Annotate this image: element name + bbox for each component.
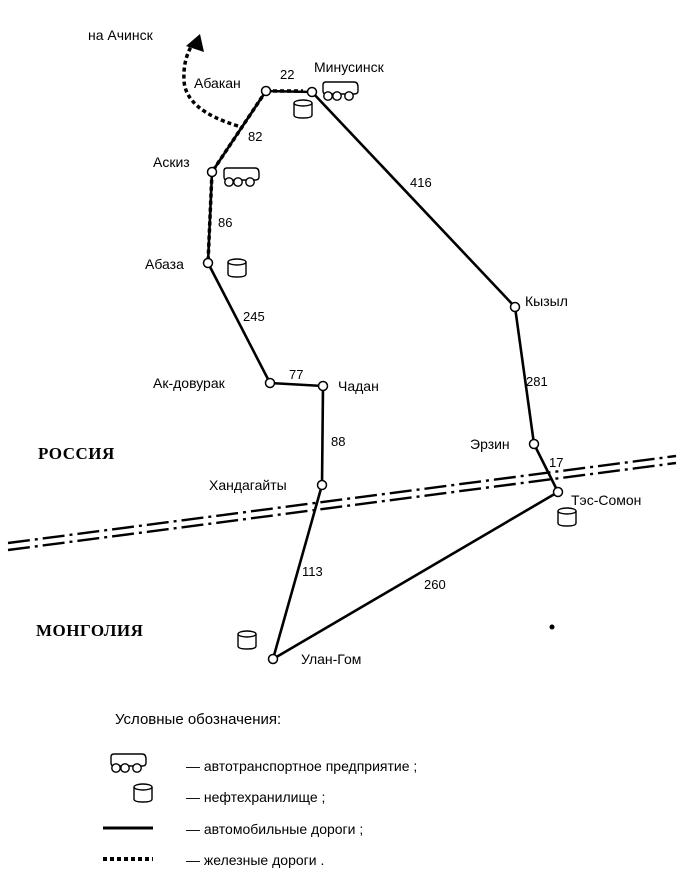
- legend-oil-storage-icon: [133, 783, 153, 803]
- abaza-oil-storage-icon: [227, 258, 247, 278]
- abakan-marker: [260, 85, 272, 97]
- city-chadan: Чадан: [338, 378, 379, 394]
- khandagaity-marker: [316, 479, 328, 491]
- legend-title: Условные обозначения:: [115, 711, 281, 728]
- minusinsk-oil-storage-icon: [293, 99, 313, 119]
- legend-item-oil-storage: — нефтехранилище ;: [186, 789, 325, 805]
- distance-abaza-ak-dovurak: 245: [243, 309, 265, 324]
- city-ulan-gom: Улан-Гом: [301, 651, 361, 667]
- chadan-marker: [317, 380, 329, 392]
- direction-label: на Ачинск: [88, 27, 154, 43]
- city-ak-dovurak: Ак-довурак: [153, 375, 226, 391]
- arrow-to-achinsk-icon: [186, 34, 204, 52]
- kyzyl-marker: [509, 301, 521, 313]
- tes-somon-marker: [552, 486, 564, 498]
- country-russia: РОССИЯ: [38, 444, 115, 463]
- legend-item-railway: — железные дороги .: [186, 852, 324, 868]
- erzin-marker: [528, 438, 540, 450]
- city-tes-somon: Тэс-Сомон: [571, 492, 641, 508]
- abaza-marker: [202, 257, 214, 269]
- legend-item-road: — автомобильные дороги ;: [186, 821, 363, 837]
- distance-tes-somon-ulan-gom: 260: [424, 577, 446, 592]
- city-erzin: Эрзин: [470, 436, 510, 452]
- distance-ak-dovurak-chadan: 77: [289, 367, 303, 382]
- ak-dovurak-marker: [264, 377, 276, 389]
- minusinsk-truck-depot-icon: [322, 81, 359, 101]
- roads: [206, 89, 560, 661]
- tes-somon-oil-storage-icon: [557, 507, 577, 527]
- state-border: [7, 454, 677, 552]
- distance-kyzyl-erzin: 281: [526, 374, 548, 389]
- distance-khandagaity-ulan-gom: 113: [302, 564, 323, 579]
- ulan-gom-oil-storage-icon: [237, 630, 257, 650]
- distance-erzin-tes-somon: 17: [549, 455, 563, 470]
- askiz-marker: [206, 166, 218, 178]
- distance-abakan-askiz: 82: [248, 129, 262, 144]
- legend-truck-depot-icon: [110, 753, 147, 773]
- city-abakan: Абакан: [194, 75, 241, 91]
- city-minusinsk: Минусинск: [314, 59, 385, 75]
- minusinsk-marker: [306, 86, 318, 98]
- distance-abakan-minusinsk: 22: [280, 67, 294, 82]
- city-askiz: Аскиз: [153, 154, 190, 170]
- city-markers: [202, 85, 564, 665]
- legend-item-truck-depot: — автотранспортное предприятие ;: [186, 758, 417, 774]
- legend: Условные обозначения: — автотранспортное…: [103, 711, 417, 868]
- askiz-truck-depot-icon: [223, 167, 260, 187]
- city-abaza: Абаза: [145, 256, 184, 272]
- ulan-gom-marker: [267, 653, 279, 665]
- distance-minusinsk-kyzyl: 416: [410, 175, 432, 190]
- distance-chadan-khandagaity: 88: [331, 434, 345, 449]
- distance-askiz-abaza: 86: [218, 215, 232, 230]
- country-mongolia: МОНГОЛИЯ: [36, 621, 143, 640]
- city-khandagaity: Хандагайты: [209, 477, 287, 493]
- ink-dot: [549, 624, 555, 630]
- city-kyzyl: Кызыл: [525, 293, 568, 309]
